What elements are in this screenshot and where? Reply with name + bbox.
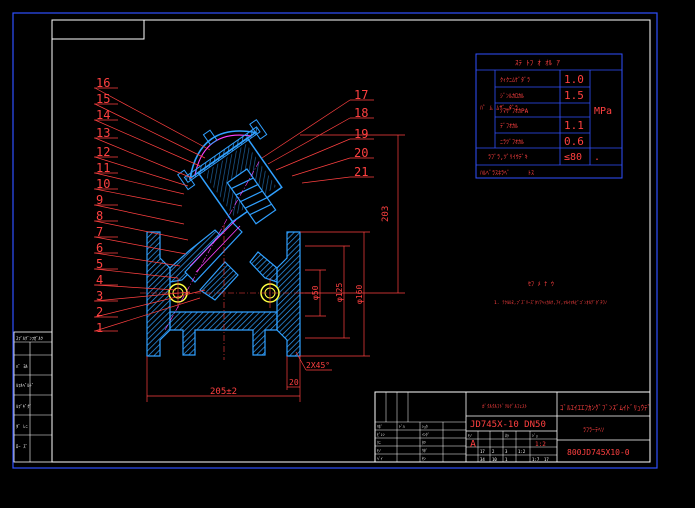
mark-a: A [470,439,476,450]
medium-value: ﾄｽ [528,170,534,177]
part-label-6: 6 [96,241,103,255]
tb-num-8: 1 [505,457,508,462]
tb-cell-4: ﾋﾟﾚﾝ [377,432,385,437]
tb-cell-11: ｾﾝ [422,456,426,461]
tb-cell-1: ﾘﾎﾞ [377,424,383,429]
leader-lines [94,87,351,332]
part-label-18: 18 [354,106,368,120]
part-label-16: 16 [96,76,110,90]
part-label-5: 5 [96,257,103,271]
param-value-5: 0.6 [564,135,584,148]
part-label-4: 4 [96,273,103,287]
dim-chamfer: 2X45° [306,361,330,370]
tb-cell-5: ｲﾝｸﾞ [422,432,430,437]
dim-length: 205±2 [210,387,237,397]
rev-cell-5: ﾀﾞ ﾚﾆ [16,423,28,430]
param-label-4: ﾃﾞﾌｵｶﾙ [500,123,518,130]
dim-dia-125: φ125 [335,283,344,302]
medium-label: ﾊﾙﾍﾞﾗｽﾈﾗﾍﾞ [480,170,510,177]
tb-cell-14: ｼﾞｮ [532,433,538,438]
part-label-17: 17 [354,88,368,102]
inner-border [51,19,651,463]
dim-thick: 20 [289,378,299,387]
scale: 1:2 [535,441,546,448]
param-label-3: ﾉﾏｻﾞﾌｵｶPA [500,108,529,115]
params-table: ｽﾃ ﾄﾌ ｵ ｵﾙ ｱ ﾊﾟ ﾑ ﾑｻﾞ ﾀﾞﾗ ｸｨｸﾆﾑｹﾞﾀﾞﾗ 1.0… [475,53,623,179]
part-name: ﾗﾌﾗｰﾃﾍｿ [583,427,604,434]
part-label-19: 19 [354,127,368,141]
tb-num-5: 1:7 [532,457,540,462]
notes-title: ｾﾌ ﾒ ﾅ ｳ [528,281,554,288]
dim-dia-50: φ50 [311,285,320,300]
part-label-9: 9 [96,193,103,207]
rev-cell-4: ﾙﾌﾞｷﾞｸﾞ [16,403,32,410]
tb-num-1: 17 [480,449,485,454]
valve-drawing [140,119,310,360]
tb-num-7: 10 [492,457,497,462]
param-value-2: 1.5 [564,89,584,102]
tb-cell-10: ﾍﾞｲ [377,456,383,461]
part-label-13: 13 [96,126,110,140]
part-label-14: 14 [96,108,110,122]
outer-border [12,12,658,469]
part-label-15: 15 [96,92,110,106]
revision-column: ｽﾌﾞﾙｸﾞﾝﾌｶﾞﾙﾂ ﾊﾞ ﾖﾙ ﾙﾌﾙﾍﾞﾙﾄﾞ ﾙﾌﾞｷﾞｸﾞ ﾀﾞ ﾚ… [13,331,53,463]
tb-cell-2: ﾄﾞﾊ [399,424,405,429]
model-number: JD745X-10 DN50 [470,420,546,430]
dimensions [146,134,405,402]
tb-num-4: 1:2 [518,449,526,454]
param-label-1: ｸｨｸﾆﾑｹﾞﾀﾞﾗ [500,77,530,84]
tb-num-3: 3 [505,449,508,454]
part-label-11: 11 [96,161,110,175]
part-label-1: 1 [96,321,103,335]
temp-value: ≤80 [564,152,582,163]
part-label-2: 2 [96,305,103,319]
param-unit: MPa [594,106,612,117]
part-label-21: 21 [354,165,368,179]
notes-line-1: 1. ﾃｸﾙﾙﾇ,ﾌﾞｽﾞﾘｰｽﾞﾀｿｱﾍｯｶﾙｸ,ｱｲ,ﾏﾙｲﾏﾙﾋﾟｺﾞﾝｵ… [494,299,607,306]
drawing-number: 800JD745X10-0 [567,448,630,457]
part-number-underlines [94,87,374,332]
rev-cell-3: ﾙﾌﾙﾍﾞﾙﾄﾞ [16,382,34,389]
tb-cell-13: ﾈﾗ [505,433,509,438]
param-value-4: 1.1 [564,119,584,132]
tb-num-2: 2 [492,449,495,454]
tb-cell-3: ｼｮｳ [422,424,428,429]
part-label-20: 20 [354,146,368,160]
part-label-12: 12 [96,145,110,159]
tb-cell-9: ｳﾀﾞ [422,448,428,453]
params-title: ｽﾃ ﾄﾌ ｵ ｵﾙ ｱ [515,59,560,67]
temp-label: ﾗﾌﾞﾗ,ﾂﾞﾘｲｳﾃﾞｷ [488,154,528,161]
part-label-8: 8 [96,209,103,223]
part-numbers: 1 2 3 4 5 6 7 8 9 10 11 12 13 14 15 16 1… [96,76,368,335]
part-label-7: 7 [96,225,103,239]
tb-cell-7: ﾀﾂ [422,440,426,445]
tb-num-6: 34 [480,457,485,462]
title-block: ｺﾞﾙｴｲｴｴﾌｶﾝｸﾞﾌﾞﾝｽﾞﾑｲﾄﾞﾘｭｳﾃﾞ ｶﾞｸﾙｸﾙﾌﾄﾞﾘﾙﾃﾞ… [374,391,651,463]
company-name: ｺﾞﾙｴｲｴｴﾌｶﾝｸﾞﾌﾞﾝｽﾞﾑｲﾄﾞﾘｭｳﾃﾞ [560,404,651,412]
rev-cell-6: ﾛｰ ｽﾞ [16,443,28,450]
part-label-10: 10 [96,177,110,191]
params-group-label: ﾊﾟ ﾑ ﾑｻﾞ ﾀﾞﾗ [480,105,518,112]
dim-dia-160: φ160 [355,285,364,304]
tb-cell-12: ﾓﾉ [468,433,472,438]
part-label-3: 3 [96,289,103,303]
rev-cell-2: ﾊﾞ ﾖﾙ [16,363,28,370]
tb-cell-6: ｸﾆ [377,440,381,445]
tb-cell-8: ﾓﾉ [377,448,381,453]
dim-height: 203 [381,206,391,222]
rev-cell-1: ｽﾌﾞﾙｸﾞﾝﾌｶﾞﾙﾂ [16,335,44,342]
tb-num-9: 17 [544,457,549,462]
param-label-2: ｼﾞﾝﾙｶﾛｶﾙ [500,93,524,100]
title-subtitle: ｶﾞｸﾙｸﾙﾌﾄﾞﾘﾙﾃﾞﾙﾌｪｽﾄ [482,403,528,410]
param-value-1: 1.0 [564,73,584,86]
temp-unit: . [594,152,600,163]
param-label-5: ﾆﾗﾂﾞﾌｵｶﾙ [500,139,524,146]
corner-box [51,19,145,40]
